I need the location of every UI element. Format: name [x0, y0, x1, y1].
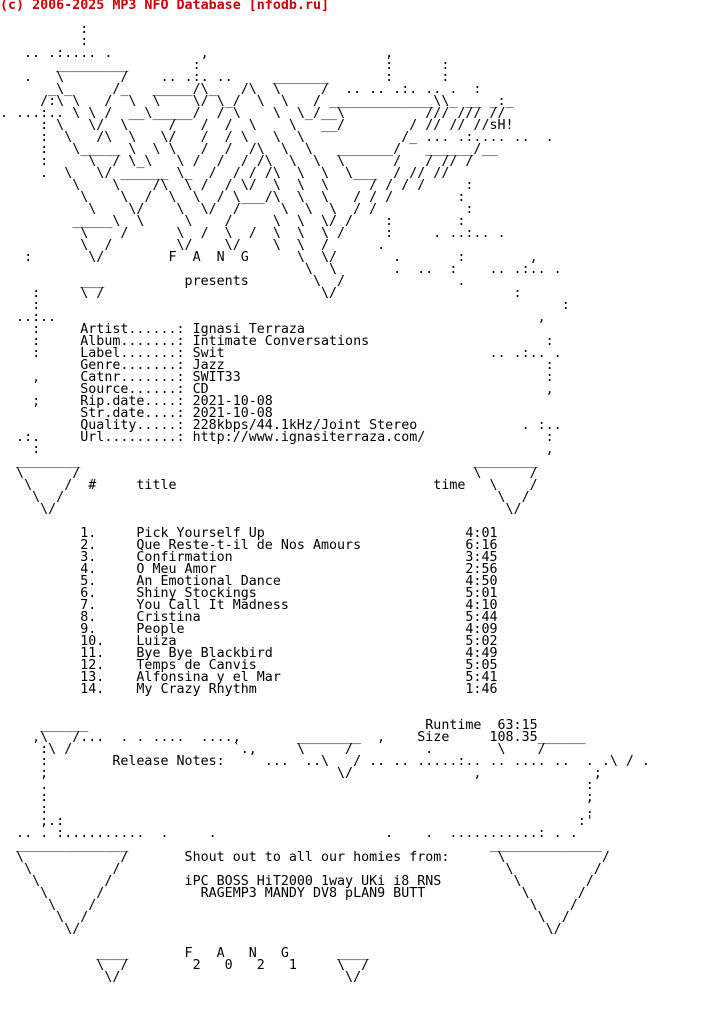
- nfo-text: : : .. .:.... . , ,: [0, 22, 650, 985]
- credit-line: (c) 2006-2025 MP3 NFO Database [nfodb.ru…: [0, 0, 329, 13]
